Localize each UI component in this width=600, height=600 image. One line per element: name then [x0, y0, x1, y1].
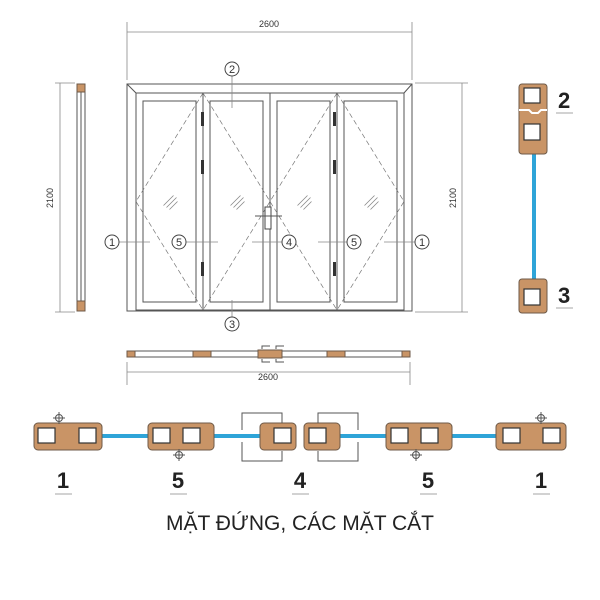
height-label-right: 2100 — [448, 188, 458, 208]
section-label-2: 2 — [558, 88, 570, 113]
glass-pane — [276, 100, 331, 303]
opening-direction — [202, 92, 271, 311]
marker-5-left: 5 — [176, 237, 182, 249]
width-label-bottom: 2600 — [258, 372, 278, 382]
opening-direction — [135, 92, 204, 311]
crosshair-icon — [410, 449, 422, 461]
profile-section-5-right — [385, 422, 453, 451]
marker-5-right: 5 — [351, 237, 357, 249]
sash-frame — [202, 92, 271, 311]
glass-hatch-icon — [230, 195, 245, 210]
plan-section: 2600 — [126, 345, 411, 385]
opening-direction — [336, 92, 405, 311]
hinge-icon — [201, 112, 204, 126]
crosshair-icon — [535, 412, 547, 424]
dimension-left: 2100 — [45, 82, 75, 313]
profile-section-4-left — [259, 422, 297, 451]
width-label-top: 2600 — [259, 19, 279, 29]
marker-1-left: 1 — [109, 237, 115, 249]
marker-4: 4 — [286, 237, 292, 249]
door-panel — [135, 92, 204, 311]
section-label-3: 3 — [558, 283, 570, 308]
height-label-left: 2100 — [45, 188, 55, 208]
horizontal-sections: 1 5 4 5 1 — [33, 412, 567, 495]
dimension-top: 2600 — [126, 19, 413, 80]
door-panel — [336, 92, 405, 311]
profile-section-1-left — [33, 422, 103, 451]
marker-3: 3 — [229, 319, 235, 331]
hinge-icon — [333, 160, 336, 174]
sash-frame — [336, 92, 405, 311]
section-label-5-right: 5 — [422, 468, 434, 493]
hinge-icon — [201, 160, 204, 174]
sash-frame — [269, 92, 338, 311]
vertical-section: 2 3 — [518, 83, 573, 314]
section-label-1-left: 1 — [57, 468, 69, 493]
dimension-right: 2100 — [415, 82, 468, 313]
glass-hatch-icon — [364, 195, 379, 210]
glass-hatch-icon — [163, 195, 178, 210]
marker-1-right: 1 — [419, 237, 425, 249]
profile-section-4-right — [303, 422, 341, 451]
section-label-4: 4 — [294, 468, 307, 493]
crosshair-icon — [173, 449, 185, 461]
handle — [255, 206, 282, 230]
crosshair-icon — [53, 412, 65, 424]
sash-frame — [135, 92, 204, 311]
hinge-icon — [333, 112, 336, 126]
section-label-5-left: 5 — [172, 468, 184, 493]
glass-pane — [142, 100, 197, 303]
door-panel — [202, 92, 271, 311]
door-panel — [269, 92, 338, 311]
profile-section-5-left — [147, 422, 215, 451]
glass-pane — [343, 100, 398, 303]
elevation-markers: 2 3 1 5 4 5 1 — [104, 61, 430, 332]
side-section-left — [76, 83, 86, 312]
hinge-icon — [333, 262, 336, 276]
door-elevation — [126, 83, 413, 312]
glass-hatch-icon — [297, 195, 312, 210]
opening-direction — [269, 92, 338, 311]
profile-section-1-right — [495, 422, 567, 451]
glass-pane — [209, 100, 264, 303]
section-label-1-right: 1 — [535, 468, 547, 493]
hinge-icon — [201, 262, 204, 276]
drawing-title: MẶT ĐỨNG, CÁC MẶT CẮT — [165, 512, 434, 535]
marker-2: 2 — [229, 64, 235, 76]
